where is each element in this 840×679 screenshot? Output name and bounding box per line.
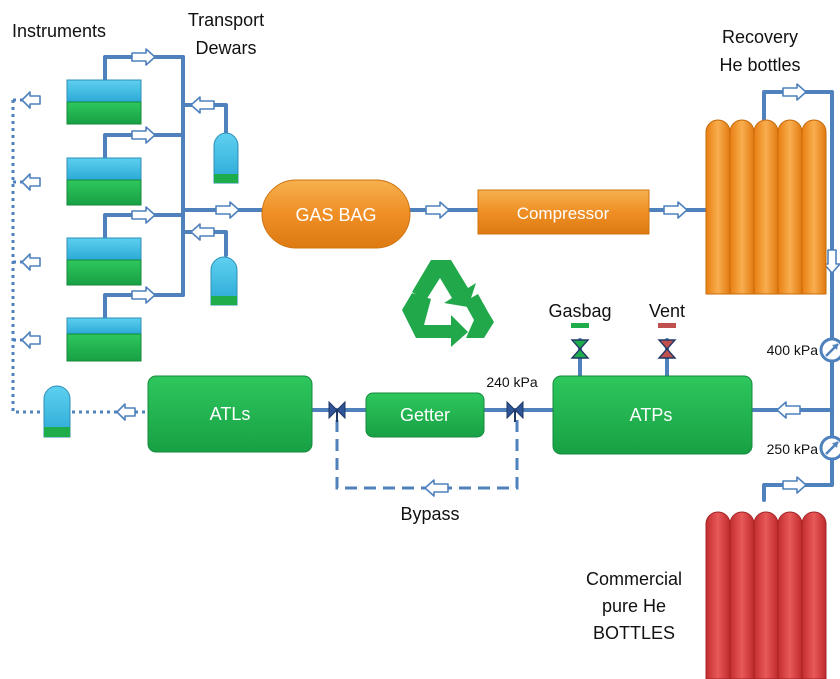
instrument-1[interactable] xyxy=(66,79,142,125)
arrow-right-icon xyxy=(215,201,240,219)
gas-bag-label: GAS BAG xyxy=(295,205,376,225)
arrow-right-icon xyxy=(131,286,156,304)
transport-dewar-1[interactable] xyxy=(213,132,239,184)
pressure-gauge-250-icon xyxy=(819,435,840,461)
instruments xyxy=(66,79,142,362)
compressor-label: Compressor xyxy=(517,204,610,223)
instruments-label: Instruments xyxy=(12,21,106,41)
arrow-down-icon xyxy=(823,249,840,274)
output-dewar[interactable] xyxy=(43,385,71,438)
arrow-left-icon xyxy=(776,401,801,419)
dewars xyxy=(43,132,239,438)
commercial-bottle xyxy=(753,511,779,679)
transport-dewars-label-line1: Transport xyxy=(188,10,264,30)
arrow-left-icon xyxy=(21,173,41,191)
recovery-bottle xyxy=(777,119,803,295)
transport-dewars-label-line2: Dewars xyxy=(195,38,256,58)
instrument-3[interactable] xyxy=(66,237,142,286)
commercial-label-line1: Commercial xyxy=(586,569,682,589)
recovery-bottle xyxy=(753,119,779,295)
atps-unit[interactable]: ATPs xyxy=(552,375,753,455)
transport-dewar-2[interactable] xyxy=(210,256,238,306)
commercial-bottle xyxy=(705,511,731,679)
compressor[interactable]: Compressor xyxy=(477,189,650,235)
arrow-left-icon xyxy=(116,403,136,421)
pressure-400-label: 400 kPa xyxy=(767,342,819,358)
pressure-250-label: 250 kPa xyxy=(767,441,819,457)
arrow-left-icon xyxy=(21,331,41,349)
gasbag-valve-icon[interactable] xyxy=(570,323,590,359)
arrow-left-icon xyxy=(21,253,41,271)
recovery-bottle xyxy=(801,119,827,295)
recovery-label-line1: Recovery xyxy=(722,27,798,47)
instrument-2[interactable] xyxy=(66,157,142,206)
gasbag-valve-label: Gasbag xyxy=(548,301,611,321)
arrow-left-icon xyxy=(190,223,215,241)
atls-unit[interactable]: ATLs xyxy=(147,375,313,453)
arrow-right-icon xyxy=(131,206,156,224)
getter-label: Getter xyxy=(400,405,450,425)
atps-label: ATPs xyxy=(630,405,673,425)
recycle-icon xyxy=(402,260,494,347)
bypass-label: Bypass xyxy=(400,504,459,524)
arrow-right-icon xyxy=(131,48,156,66)
vent-valve-label: Vent xyxy=(649,301,685,321)
arrow-right-icon xyxy=(425,201,450,219)
pipe-instrument-1 xyxy=(103,55,185,82)
recovery-bottle xyxy=(729,119,755,295)
gas-bag[interactable]: GAS BAG xyxy=(261,179,411,249)
commercial-label-line3: BOTTLES xyxy=(593,623,675,643)
arrow-right-icon xyxy=(131,126,156,144)
getter-unit[interactable]: Getter xyxy=(365,392,485,438)
pipe-instrument-2 xyxy=(103,133,185,160)
arrow-left-icon xyxy=(424,479,449,497)
instrument-4[interactable] xyxy=(66,317,142,362)
valve-icon[interactable] xyxy=(328,400,346,422)
arrow-left-icon xyxy=(21,91,41,109)
pipe-instrument-4 xyxy=(103,293,185,320)
flow-arrows xyxy=(21,48,840,497)
arrow-right-icon xyxy=(782,83,807,101)
commercial-bottle xyxy=(729,511,755,679)
recovery-label-line2: He bottles xyxy=(719,55,800,75)
recovery-bottles[interactable] xyxy=(705,119,827,295)
pressure-gauge-400-icon xyxy=(819,337,840,363)
valve-icon[interactable] xyxy=(506,400,524,422)
return-line xyxy=(11,100,148,414)
arrow-right-icon xyxy=(663,201,688,219)
commercial-bottle xyxy=(801,511,827,679)
commercial-label-line2: pure He xyxy=(602,596,666,616)
commercial-bottles[interactable] xyxy=(705,511,827,679)
vent-valve-icon[interactable] xyxy=(657,323,677,359)
recovery-bottle xyxy=(705,119,731,295)
atls-label: ATLs xyxy=(210,404,251,424)
arrow-left-icon xyxy=(190,96,215,114)
pipe-instrument-3 xyxy=(103,213,185,240)
pressure-240-label: 240 kPa xyxy=(486,374,538,390)
commercial-bottle xyxy=(777,511,803,679)
arrow-right-icon xyxy=(782,476,807,494)
